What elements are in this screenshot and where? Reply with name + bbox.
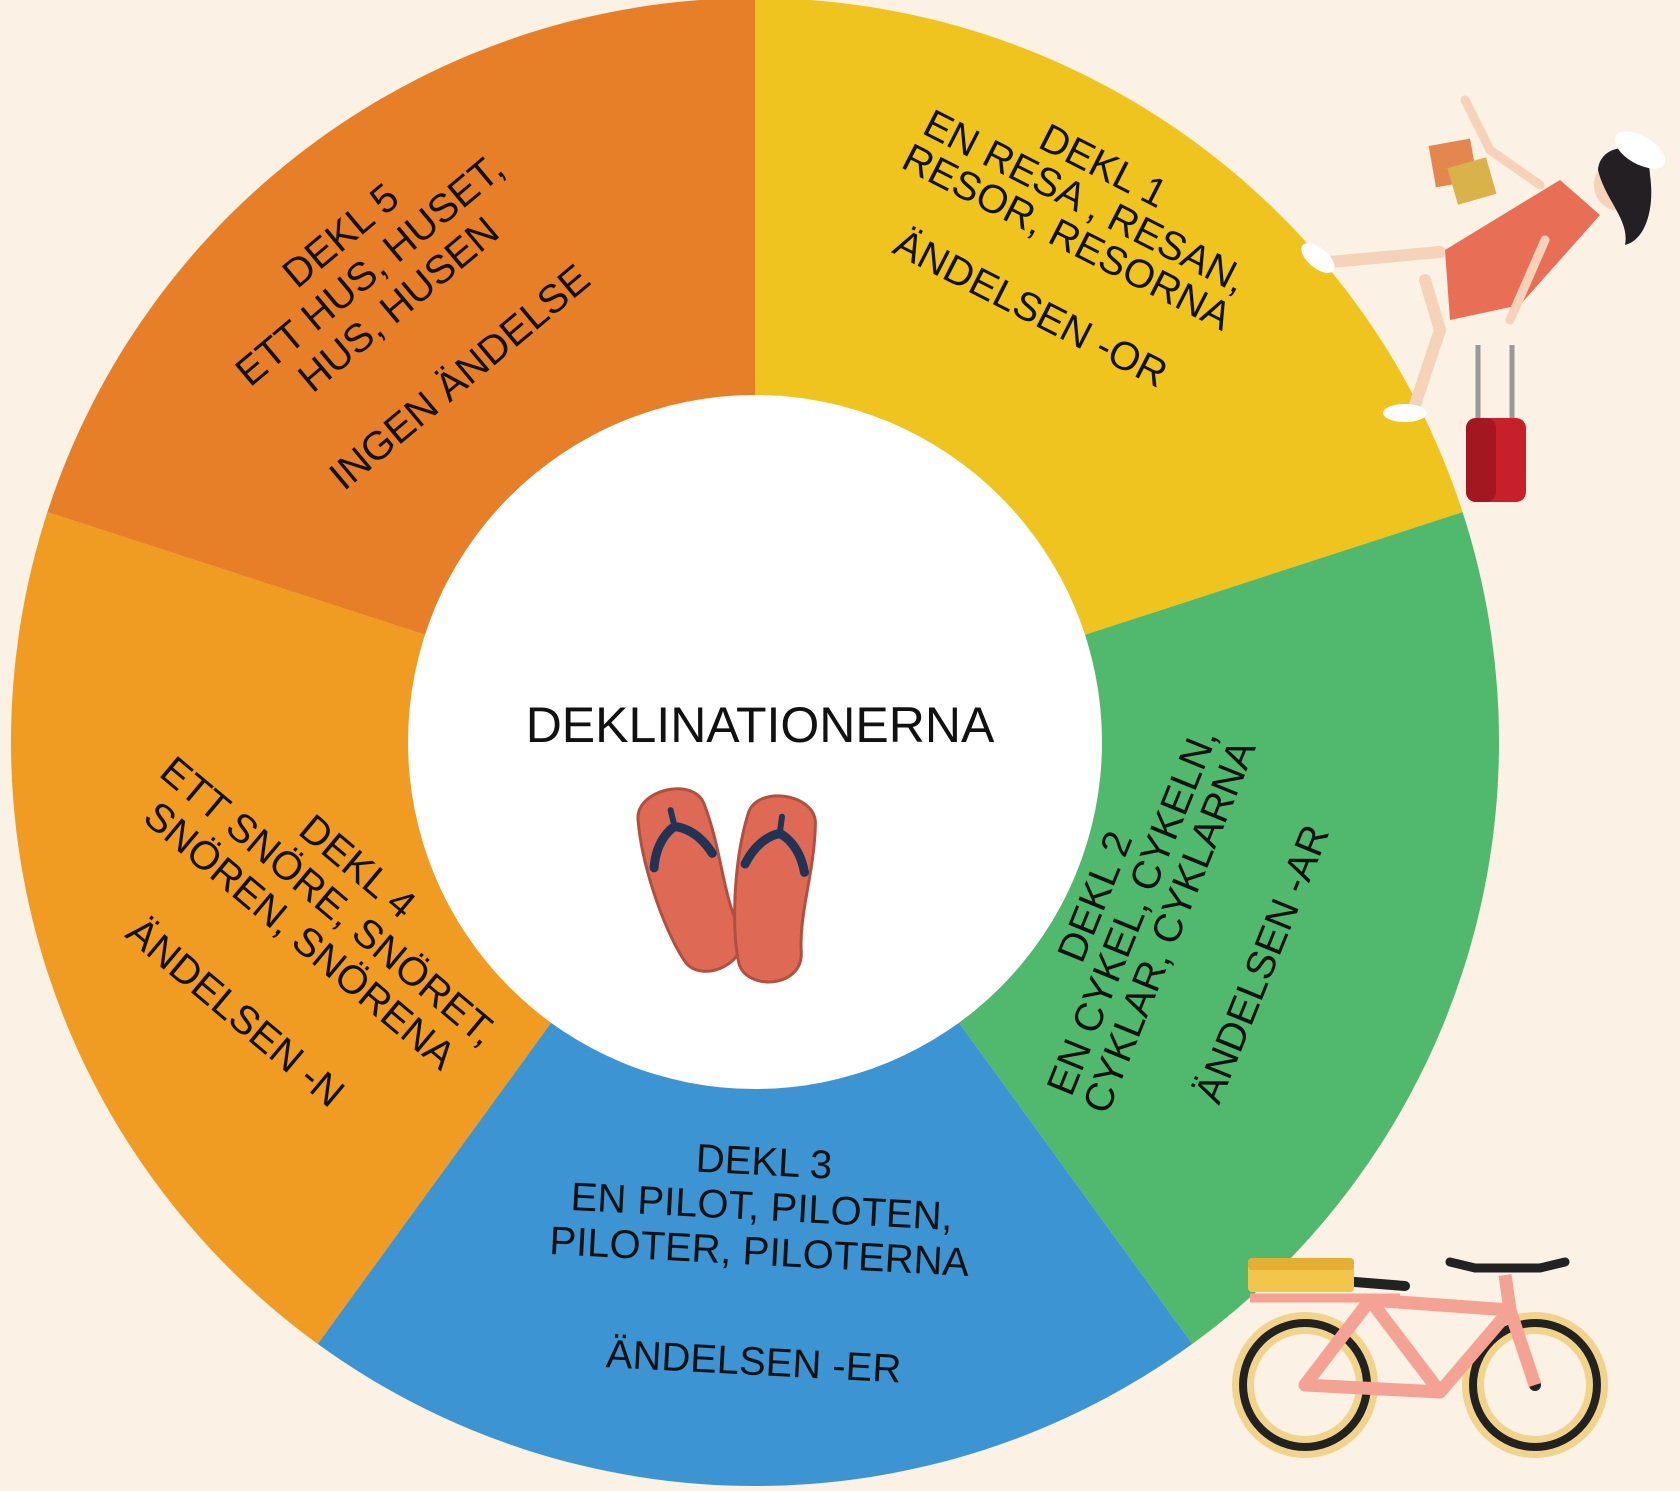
segment-dekl3[interactable]	[317, 742, 1193, 1486]
flip-flops-icon	[636, 787, 817, 984]
dekl3-title: DEKL 3	[695, 1137, 833, 1188]
center-title: DEKLINATIONERNA	[526, 697, 995, 753]
woman-with-suitcase-illustration	[1301, 95, 1666, 502]
bicycle-illustration	[1232, 1257, 1608, 1458]
center-circle	[408, 395, 1102, 1089]
declension-wheel	[10, 0, 1500, 1486]
